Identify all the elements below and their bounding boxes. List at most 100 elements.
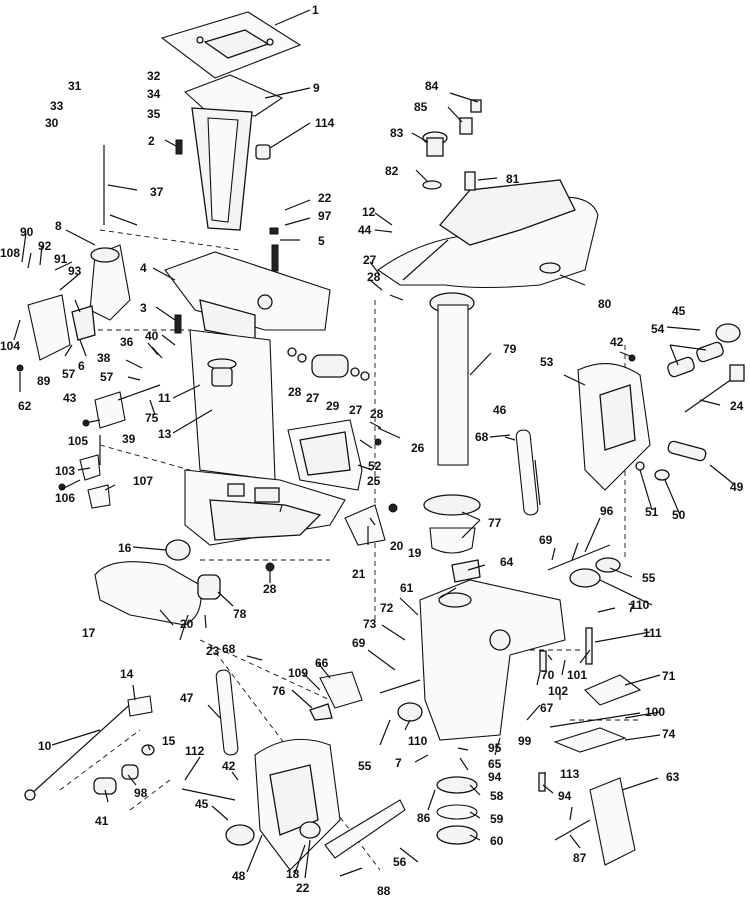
part-64-pad [451, 559, 481, 583]
callout-32: 32 [147, 69, 161, 83]
callout-31: 31 [68, 79, 82, 93]
callout-57-b: 57 [100, 370, 114, 384]
callout-48: 48 [232, 869, 246, 883]
part-55-washer [595, 557, 621, 573]
part-49-pin [667, 440, 707, 462]
callout-109: 109 [288, 666, 308, 680]
callout-42-b: 42 [222, 759, 236, 773]
callout-81: 81 [506, 172, 520, 186]
callout-3: 3 [140, 301, 147, 315]
part-8-bracket [89, 244, 131, 321]
part-50-washer [635, 461, 670, 481]
callout-24: 24 [730, 399, 744, 413]
callout-28-a: 28 [288, 385, 302, 399]
callout-101: 101 [567, 668, 587, 682]
callout-23: 23 [206, 644, 220, 658]
part-21-clip [344, 504, 386, 546]
callout-85: 85 [414, 100, 428, 114]
callout-102: 102 [548, 684, 568, 698]
callout-7-upper: 7 [628, 601, 635, 615]
callout-93: 93 [68, 264, 82, 278]
callout-8: 8 [55, 219, 62, 233]
callout-22-b: 22 [296, 881, 310, 895]
callout-113: 113 [560, 767, 580, 781]
callout-6: 6 [78, 359, 85, 373]
part-66-latch [309, 671, 363, 721]
callout-50: 50 [672, 508, 686, 522]
callout-83: 83 [390, 126, 404, 140]
callout-110-b: 110 [408, 734, 428, 748]
part-61-swivel-housing [419, 579, 566, 741]
part-46-link [515, 429, 539, 516]
part-110-bushing [397, 568, 601, 722]
callout-92: 92 [38, 239, 52, 253]
callout-27-b: 27 [349, 403, 363, 417]
callout-44: 44 [358, 223, 372, 237]
callout-97: 97 [318, 209, 332, 223]
callout-70: 70 [541, 668, 555, 682]
callout-95: 95 [488, 741, 502, 755]
callout-12: 12 [362, 205, 376, 219]
callout-30: 30 [45, 116, 59, 130]
callout-22-a: 22 [318, 191, 332, 205]
callout-17: 17 [82, 626, 96, 640]
callout-13: 13 [158, 427, 172, 441]
callout-5: 5 [318, 234, 325, 248]
part-10-tilt-rod [24, 699, 155, 801]
part-25-housing [287, 419, 363, 491]
callout-66: 66 [315, 656, 329, 670]
part-105-bracket [79, 454, 111, 509]
callout-68-b: 68 [222, 642, 236, 656]
callout-69-b: 69 [352, 636, 366, 650]
callout-labels: 1 2 3 4 5 6 7 7 8 9 10 11 12 13 14 15 16… [0, 3, 744, 898]
callout-88: 88 [377, 884, 391, 898]
callout-55-a: 55 [642, 571, 656, 585]
part-74-lever [553, 727, 627, 753]
part-48-clamp-bracket [254, 738, 341, 871]
callout-78: 78 [233, 607, 247, 621]
part-112-bolt [181, 788, 236, 801]
part-87-pin [554, 819, 591, 841]
callout-87: 87 [573, 851, 587, 865]
callout-68-a: 68 [475, 430, 489, 444]
callout-49: 49 [730, 480, 744, 494]
callout-26: 26 [411, 441, 425, 455]
part-11-handle [207, 358, 237, 387]
part-45-nut [225, 323, 741, 846]
callout-72: 72 [380, 601, 394, 615]
callout-114: 114 [315, 116, 335, 130]
callout-20-a: 20 [390, 539, 404, 553]
callout-34: 34 [147, 87, 161, 101]
part-77-bushings [423, 494, 481, 554]
callout-59: 59 [490, 812, 504, 826]
callout-18: 18 [286, 867, 300, 881]
callout-94-b: 94 [558, 789, 572, 803]
callout-69-a: 69 [539, 533, 553, 547]
callout-77: 77 [488, 516, 502, 530]
part-9-exhaust-housing [183, 74, 284, 231]
part-18-washer [299, 821, 321, 839]
callout-43: 43 [63, 391, 77, 405]
part-84-bolt [459, 99, 482, 135]
callout-108: 108 [0, 246, 20, 260]
callout-42-a: 42 [610, 335, 624, 349]
callout-2: 2 [148, 134, 155, 148]
callout-76: 76 [272, 684, 286, 698]
callout-62: 62 [18, 399, 32, 413]
callout-16: 16 [118, 541, 132, 555]
callout-7-lower: 7 [395, 756, 402, 770]
callout-98: 98 [134, 786, 148, 800]
callout-47: 47 [180, 691, 194, 705]
callout-58: 58 [490, 789, 504, 803]
callout-65: 65 [488, 757, 502, 771]
callout-25: 25 [367, 474, 381, 488]
callout-99: 99 [518, 734, 532, 748]
part-82-washer [422, 180, 442, 190]
assembly-dashed-lines [59, 229, 640, 871]
callout-35: 35 [147, 107, 161, 121]
callout-105: 105 [68, 434, 88, 448]
callout-51: 51 [645, 505, 659, 519]
part-17-cover [94, 561, 202, 626]
part-29-spring [287, 347, 370, 381]
part-100-rod [549, 712, 641, 728]
